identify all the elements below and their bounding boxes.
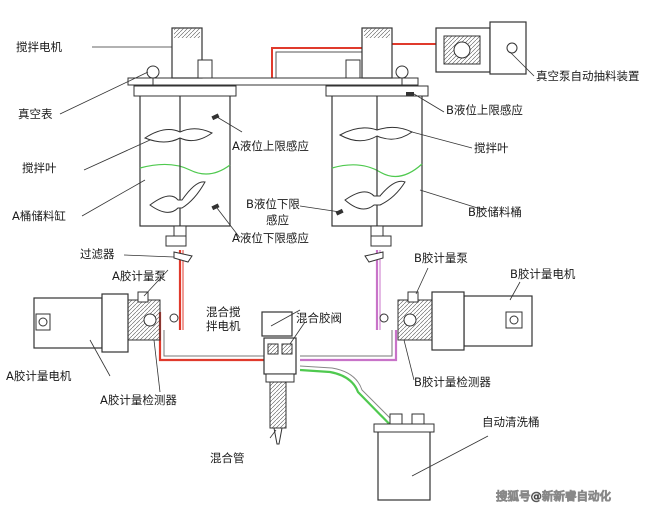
label-b-lower-sensor-1: B液位下限 [246,197,300,211]
mix-valve [263,337,297,375]
a-stir-blade-lower [149,181,206,213]
label-b-lower-sensor-2: 感应 [266,213,289,227]
label-mix-tube: 混合管 [210,451,245,465]
label-b-tank: B胶储料桶 [468,205,522,219]
b-meter-unit [379,291,533,351]
b-feed-line [300,250,398,362]
label-b-meter-pump: B胶计量泵 [414,251,468,265]
label-mix-stir-motor-2: 拌电机 [206,319,241,333]
label-a-tank: A桶储料缸 [12,209,66,223]
mix-stir-motor [261,311,293,337]
label-stir-blade-left: 搅拌叶 [22,161,57,175]
filter-icon [173,251,193,263]
b-tank [325,27,429,263]
label-stir-motor: 搅拌电机 [16,40,62,54]
clean-line [299,368,407,500]
label-filter: 过滤器 [80,247,115,261]
label-b-upper-sensor: B液位上限感应 [446,103,523,117]
mix-tube [269,381,287,429]
label-mix-stir-motor-1: 混合搅 [206,305,241,319]
auto-clean-tank [373,413,435,501]
label-a-upper-sensor: A液位上限感应 [232,139,309,153]
b-vacuum-gauge [395,65,409,79]
a-vacuum-gauge [146,65,160,79]
label-a-meter-motor: A胶计量电机 [6,369,72,383]
watermark: 搜狐号@新新睿自动化 [496,489,611,503]
label-auto-clean-tank: 自动清洗桶 [482,415,540,429]
label-b-meter-detector: B胶计量检测器 [414,375,491,389]
b-stir-blade-lower [344,180,406,210]
label-vacuum-pump: 真空泵自动抽料装置 [536,69,640,83]
label-b-meter-motor: B胶计量电机 [510,267,576,281]
label-stir-blade-right: 搅拌叶 [474,141,509,155]
label-a-meter-pump: A胶计量泵 [112,269,166,283]
a-stir-blade-upper [143,128,213,143]
label-vacuum-gauge: 真空表 [18,107,53,121]
label-a-lower-sensor: A液位下限感应 [232,231,309,245]
label-a-meter-detector: A胶计量检测器 [100,393,177,407]
vacuum-pump-unit [435,21,527,75]
label-mix-valve: 混合胶阀 [296,311,342,325]
a-meter-unit [33,291,179,353]
mixer-assembly [261,311,297,445]
